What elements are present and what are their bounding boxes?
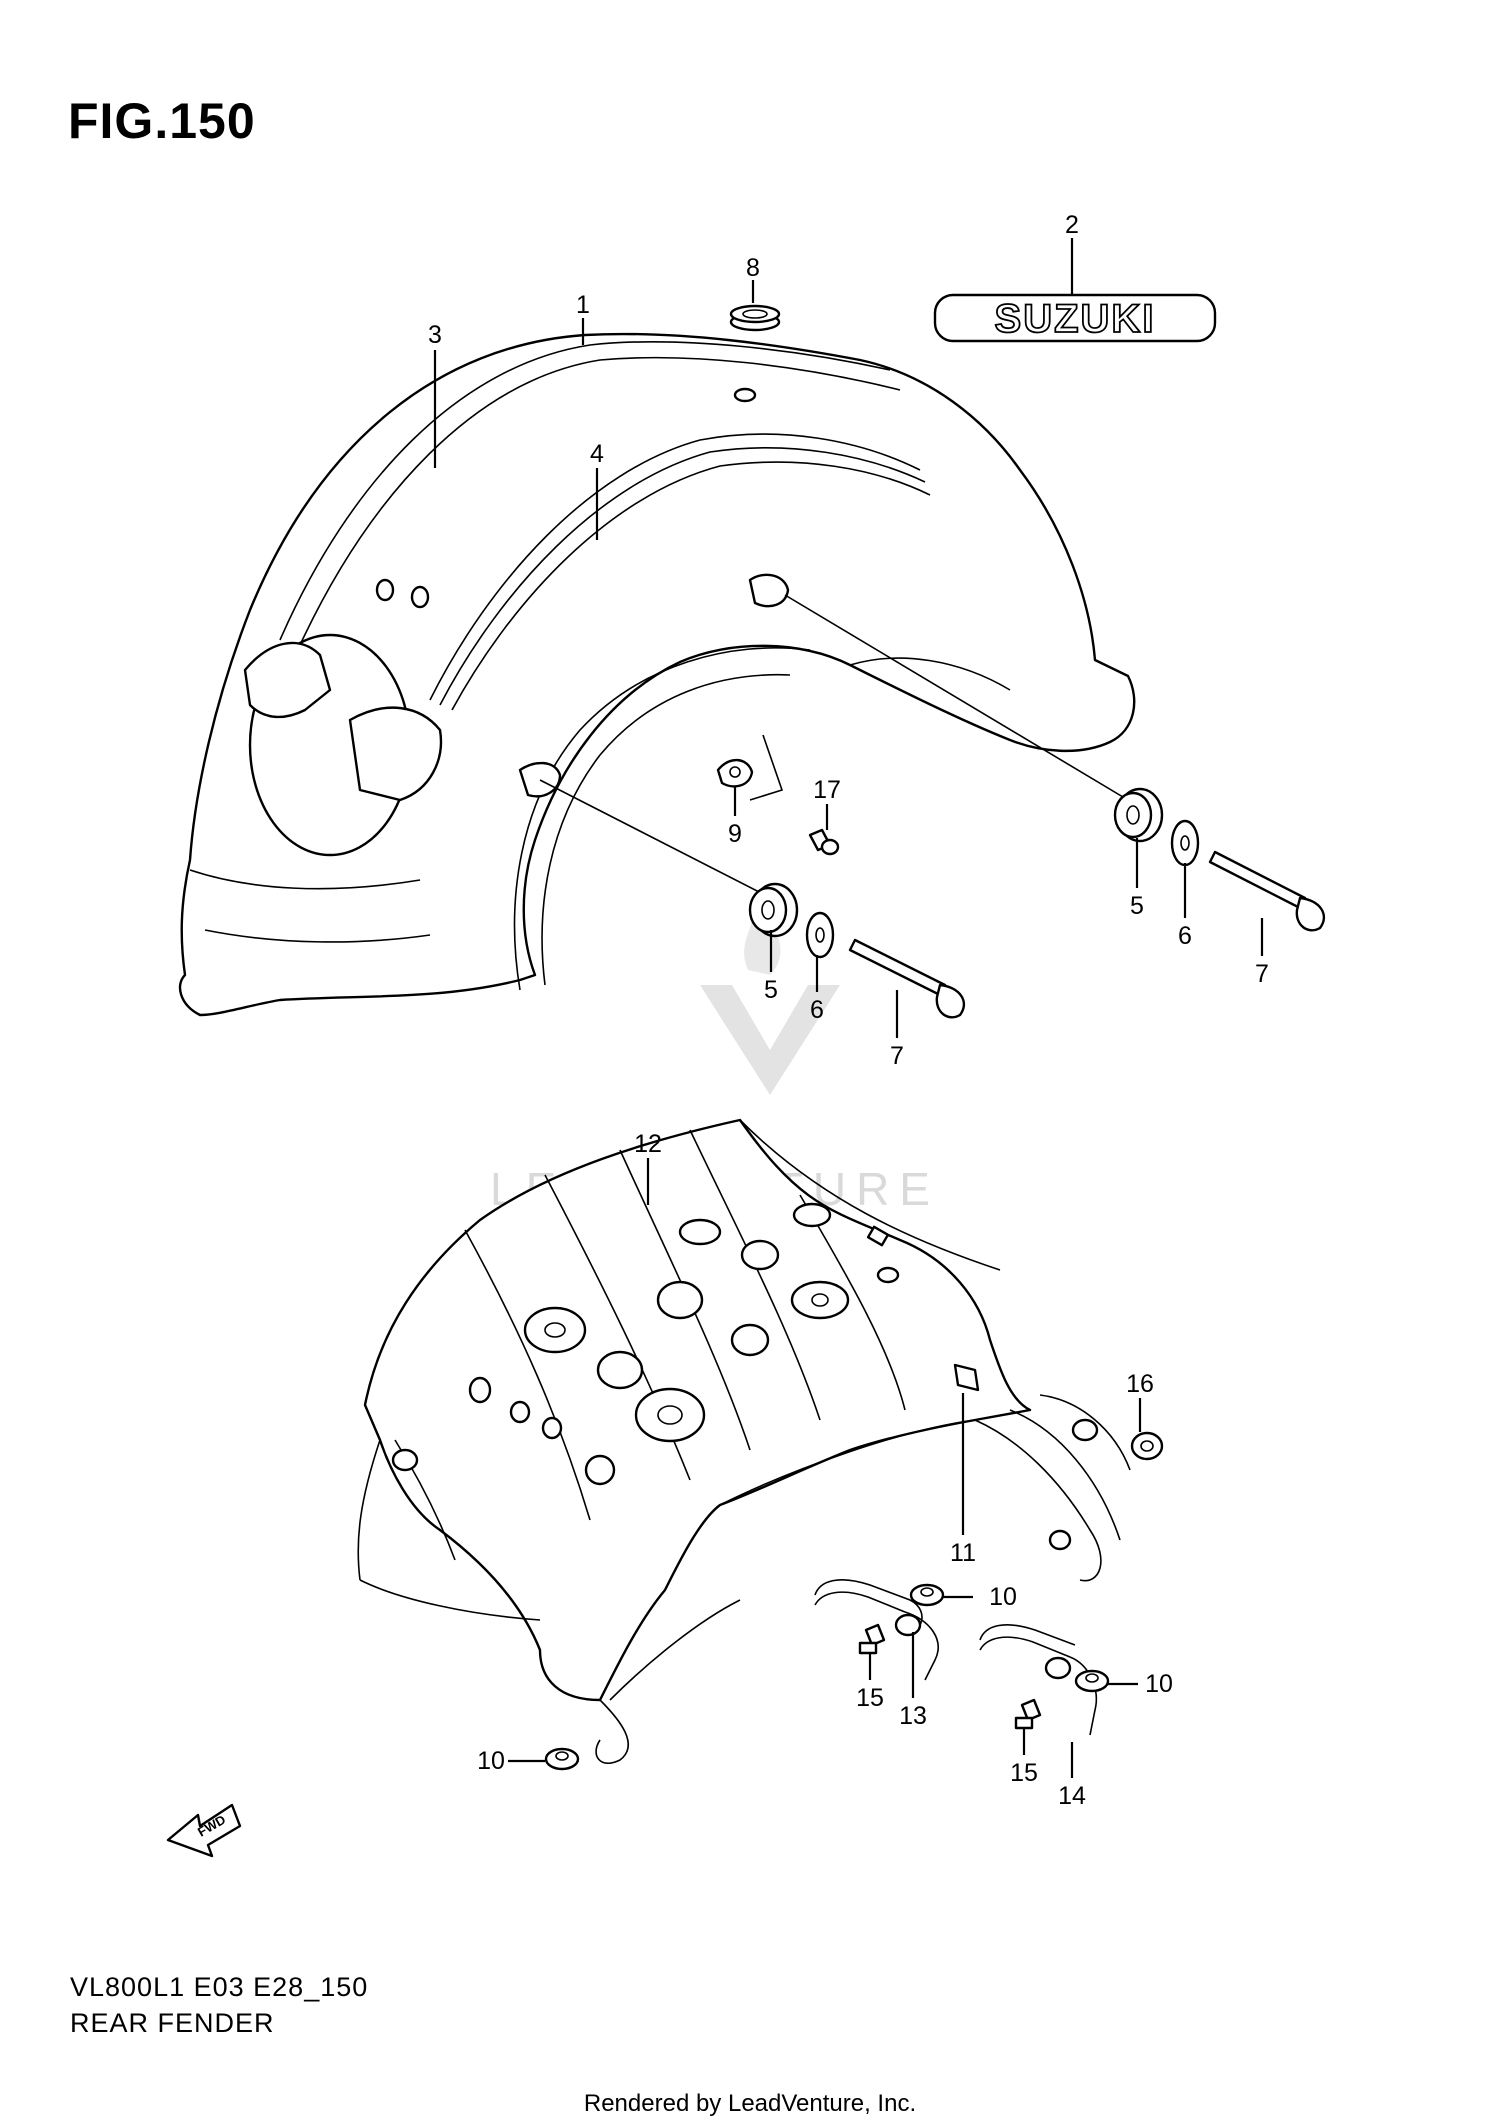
clamp-part-13 (814, 1579, 939, 1681)
model-code: VL800L1 E03 E28_150 (70, 1972, 369, 2002)
callout-10-a: 10 (989, 1583, 1017, 1611)
callout-16: 16 (1126, 1370, 1154, 1398)
callout-10-b: 10 (1145, 1670, 1173, 1698)
callout-17: 17 (813, 776, 841, 804)
callout-4: 4 (590, 440, 604, 468)
inner-fender-part (357, 1118, 1131, 1764)
callout-13: 13 (899, 1702, 927, 1730)
nut-part-10-a (909, 1583, 945, 1607)
grommet-part-8 (729, 304, 781, 332)
label-part-11 (953, 1363, 980, 1392)
diagram-caption: REAR FENDER (70, 2008, 275, 2038)
callout-3: 3 (428, 321, 442, 349)
nut-part-16 (1130, 1431, 1164, 1461)
callout-12: 12 (634, 1130, 662, 1158)
callout-5-left: 5 (764, 976, 778, 1004)
screw-part-15-b (1014, 1698, 1042, 1730)
nut-part-10-c (544, 1747, 580, 1771)
callout-14: 14 (1058, 1782, 1086, 1810)
callout-15-b: 15 (1010, 1759, 1038, 1787)
screw-part-17 (808, 828, 840, 856)
callout-11: 11 (950, 1539, 976, 1567)
forward-direction-arrow: FWD (166, 1803, 242, 1858)
rendered-by-footer: Rendered by LeadVenture, Inc. (583, 2090, 917, 2117)
suzuki-emblem-part: SUZUKI (933, 293, 1217, 343)
figure-title: FIG.150 (68, 93, 256, 149)
callout-7-right: 7 (1255, 960, 1269, 988)
callout-6-right: 6 (1178, 922, 1192, 950)
callout-9: 9 (728, 820, 742, 848)
callout-7-left: 7 (890, 1042, 904, 1070)
suzuki-logo-text: SUZUKI (995, 297, 1156, 341)
callout-1: 1 (576, 291, 590, 319)
leader-lines (433, 238, 1264, 1778)
callout-2: 2 (1065, 211, 1079, 239)
callout-6-left: 6 (810, 996, 824, 1024)
callout-15-a: 15 (856, 1684, 884, 1712)
mounting-hardware-left (539, 779, 966, 1019)
callout-8: 8 (746, 254, 760, 282)
callout-labels: 2 8 1 3 4 17 9 5 6 7 5 6 7 12 16 11 10 1… (428, 211, 1269, 1810)
nut-part-9 (716, 734, 784, 801)
nut-part-10-b (1074, 1669, 1110, 1693)
callout-10-c: 10 (477, 1747, 505, 1775)
rear-fender-part (178, 332, 1136, 1017)
callout-5-right: 5 (1130, 892, 1144, 920)
mounting-hardware-right (784, 594, 1326, 932)
screw-part-15-a (858, 1623, 886, 1655)
